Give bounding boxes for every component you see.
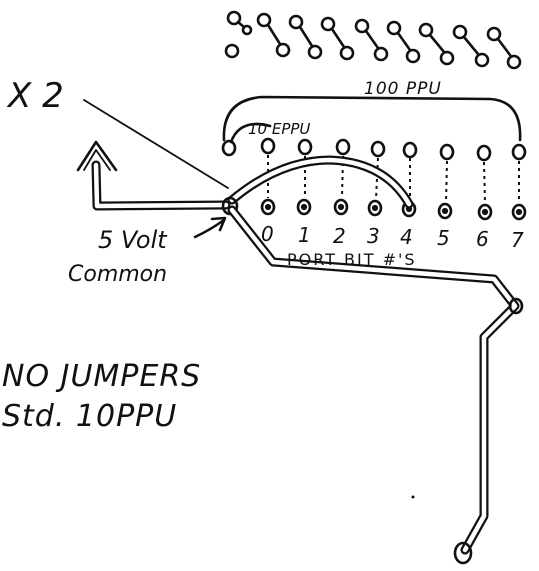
jumper-pair-7 [418, 22, 455, 66]
pin-bottom-3 [367, 199, 383, 217]
pin-bottom-5 [437, 202, 453, 220]
pin-top-4 [402, 141, 418, 159]
bit-numbers: 0 1 2 3 4 5 6 7 [261, 222, 524, 252]
bit-number-0: 0 [261, 222, 274, 246]
pin-top-2 [335, 138, 351, 156]
bit-number-5: 5 [437, 226, 450, 250]
jumper-pair-2 [256, 12, 291, 58]
pin-bottom-0 [260, 198, 276, 216]
label-port-bits: PORT BIT #'S [287, 250, 417, 269]
pin-bottom-1 [296, 198, 312, 216]
ground-trace [227, 205, 520, 555]
jumper-pair-6 [386, 20, 421, 64]
pin-top-7 [511, 143, 527, 161]
jumper-pair-3 [288, 14, 323, 60]
arrow-head-icon [76, 140, 118, 172]
5v-arrow-head-icon [210, 216, 227, 232]
pin-bottom-2 [333, 198, 349, 216]
label-common: Common [68, 262, 167, 287]
bit-number-6: 6 [476, 227, 489, 251]
arc-100-ppu [222, 95, 522, 142]
arc-10-eppu [229, 122, 272, 144]
label-no-jumpers: NO JUMPERS [2, 359, 201, 394]
pin-top-6 [476, 144, 492, 162]
pin-top-0 [260, 137, 276, 155]
x2-leader-line [83, 99, 229, 189]
left-arrow-trace [76, 140, 231, 211]
5v-arrow [193, 218, 226, 239]
bit-number-4: 4 [400, 225, 413, 249]
stray-mark [411, 495, 415, 499]
pin-bottom-7 [511, 203, 527, 221]
jumper-pair-5 [354, 18, 389, 62]
upper-pin-row [221, 137, 527, 162]
top-jumper-pairs [224, 10, 522, 70]
right-connector-pin [508, 297, 524, 315]
pin-top-5 [439, 143, 455, 161]
bottom-connector-pin [453, 541, 473, 565]
lower-pin-row [260, 198, 527, 221]
bit-number-1: 1 [298, 223, 311, 247]
jumper-pair-1 [224, 10, 253, 59]
label-std-10ppu: Std. 10PPU [2, 399, 177, 434]
pin-top-common [221, 139, 237, 157]
label-5-volt: 5 Volt [98, 226, 168, 254]
label-x2: X 2 [6, 76, 64, 116]
jumper-pair-8 [452, 24, 490, 68]
label-100-ppu: 100 PPU [364, 79, 442, 99]
pin-top-1 [297, 138, 313, 156]
jumper-pair-9 [486, 26, 522, 70]
jumper-pair-4 [320, 16, 355, 61]
jumper-to-bit-4 [227, 155, 414, 209]
bit-number-3: 3 [367, 224, 380, 248]
bit-number-7: 7 [511, 228, 524, 252]
bit-number-2: 2 [333, 224, 346, 248]
pin-top-3 [370, 140, 386, 158]
pin-bottom-6 [477, 203, 493, 221]
